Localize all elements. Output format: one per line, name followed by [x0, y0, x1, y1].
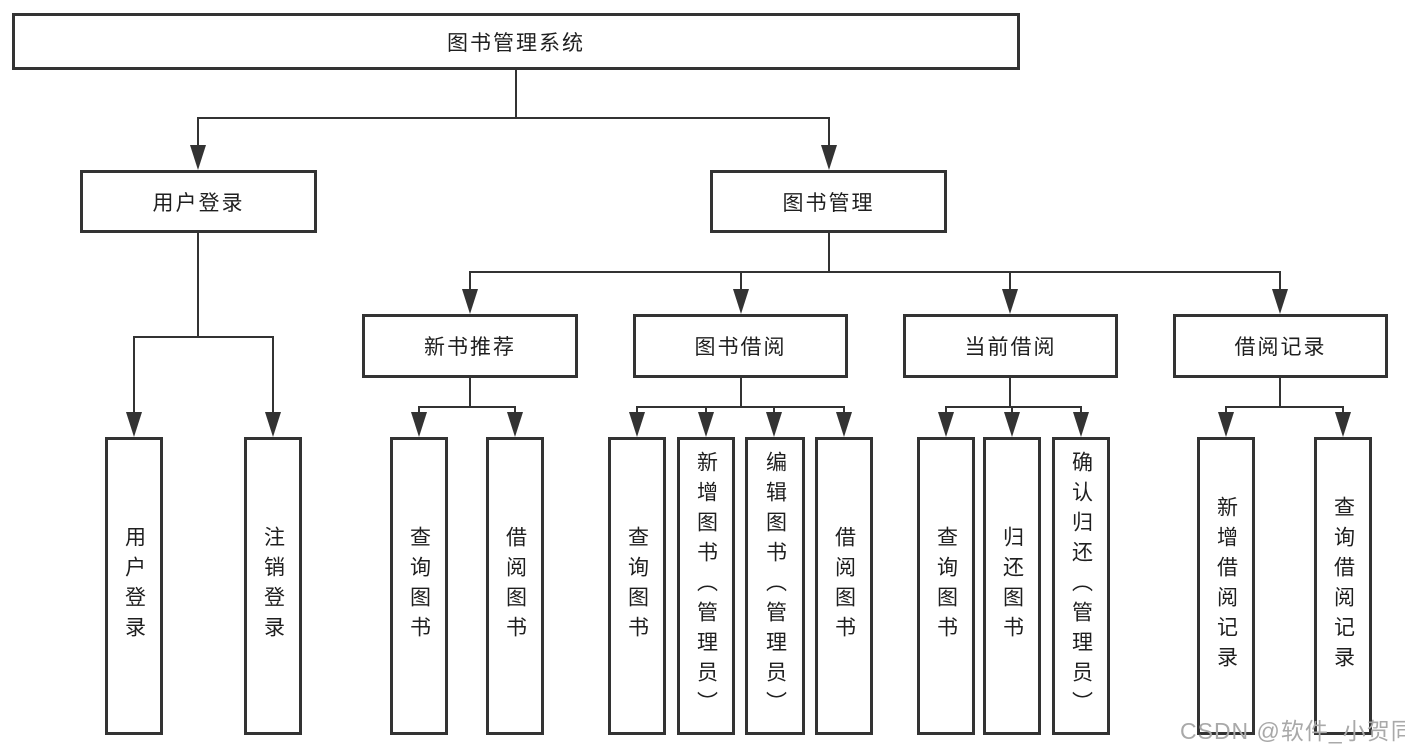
- node-label: 用户登录: [152, 191, 245, 215]
- node-label: 查询借阅记录: [1331, 496, 1355, 676]
- connector-line: [272, 336, 274, 412]
- arrowhead-down-icon: [190, 145, 206, 170]
- arrowhead-down-icon: [1218, 412, 1234, 437]
- node-label: 图书借阅: [694, 336, 787, 359]
- node-label: 图书管理: [782, 191, 875, 215]
- leaf-confirm-return-admin: 确认归还（管理员）: [1052, 437, 1110, 735]
- leaf-return-book: 归还图书: [983, 437, 1041, 735]
- node-borrowing-records: 借阅记录: [1173, 314, 1388, 378]
- arrowhead-down-icon: [938, 412, 954, 437]
- watermark: CSDN @软件_小贺同学: [1180, 718, 1405, 744]
- connector-line: [828, 233, 830, 272]
- connector-line: [1009, 271, 1011, 289]
- leaf-query-books-current: 查询图书: [917, 437, 975, 735]
- arrowhead-down-icon: [733, 289, 749, 314]
- node-label: 注销登录: [261, 526, 285, 646]
- connector-line: [705, 406, 707, 412]
- leaf-query-books-borrowing: 查询图书: [608, 437, 666, 735]
- node-label: 查询图书: [625, 526, 649, 646]
- node-label: 确认归还（管理员）: [1069, 451, 1093, 721]
- node-new-book-recommendation: 新书推荐: [362, 314, 578, 378]
- node-label: 新书推荐: [424, 336, 516, 359]
- connector-line: [843, 406, 845, 412]
- connector-line: [197, 117, 830, 119]
- connector-line: [1011, 406, 1013, 412]
- arrowhead-down-icon: [766, 412, 782, 437]
- leaf-add-book-admin: 新增图书（管理员）: [677, 437, 735, 735]
- leaf-edit-book-admin: 编辑图书（管理员）: [745, 437, 805, 735]
- connector-line: [133, 336, 274, 338]
- arrowhead-down-icon: [507, 412, 523, 437]
- leaf-borrow-books-borrowing: 借阅图书: [815, 437, 873, 735]
- node-book-borrowing: 图书借阅: [633, 314, 848, 378]
- node-label: 图书管理系统: [447, 31, 585, 55]
- node-label: 归还图书: [1000, 526, 1024, 646]
- arrowhead-down-icon: [1272, 289, 1288, 314]
- leaf-query-books-recommend: 查询图书: [390, 437, 448, 735]
- arrowhead-down-icon: [1073, 412, 1089, 437]
- connector-line: [1009, 378, 1011, 407]
- connector-line: [515, 70, 517, 118]
- connector-line: [1225, 406, 1344, 408]
- connector-line: [740, 378, 742, 407]
- node-label: 查询图书: [407, 526, 431, 646]
- node-label: 编辑图书（管理员）: [763, 451, 787, 721]
- node-label: 用户登录: [122, 526, 146, 646]
- node-label: 新增借阅记录: [1214, 496, 1238, 676]
- arrowhead-down-icon: [836, 412, 852, 437]
- node-label: 新增图书（管理员）: [694, 451, 718, 721]
- node-book-management: 图书管理: [710, 170, 947, 233]
- arrowhead-down-icon: [411, 412, 427, 437]
- connector-line: [418, 406, 516, 408]
- node-label: 借阅图书: [503, 526, 527, 646]
- node-user-login: 用户登录: [80, 170, 317, 233]
- connector-line: [945, 406, 1082, 408]
- arrowhead-down-icon: [126, 412, 142, 437]
- connector-line: [1342, 406, 1344, 412]
- connector-line: [197, 117, 199, 145]
- connector-line: [469, 271, 471, 289]
- leaf-add-borrow-record: 新增借阅记录: [1197, 437, 1255, 735]
- connector-line: [197, 233, 199, 337]
- arrowhead-down-icon: [1335, 412, 1351, 437]
- connector-line: [636, 406, 845, 408]
- connector-line: [945, 406, 947, 412]
- arrowhead-down-icon: [821, 145, 837, 170]
- leaf-user-login: 用户登录: [105, 437, 163, 735]
- node-label: 查询图书: [934, 526, 958, 646]
- connector-line: [740, 271, 742, 289]
- leaf-logout: 注销登录: [244, 437, 302, 735]
- connector-line: [418, 406, 420, 412]
- node-label: 当前借阅: [964, 336, 1057, 359]
- arrowhead-down-icon: [265, 412, 281, 437]
- connector-line: [636, 406, 638, 412]
- connector-line: [1279, 271, 1281, 289]
- connector-line: [1279, 378, 1281, 407]
- arrowhead-down-icon: [462, 289, 478, 314]
- connector-line: [133, 336, 135, 412]
- arrowhead-down-icon: [1002, 289, 1018, 314]
- connector-line: [828, 117, 830, 145]
- leaf-borrow-books-recommend: 借阅图书: [486, 437, 544, 735]
- connector-line: [773, 406, 775, 412]
- connector-line: [1080, 406, 1082, 412]
- connector-line: [469, 271, 1281, 273]
- arrowhead-down-icon: [1004, 412, 1020, 437]
- connector-line: [469, 378, 471, 407]
- node-label: 借阅记录: [1234, 336, 1327, 359]
- arrowhead-down-icon: [629, 412, 645, 437]
- node-library-management-system: 图书管理系统: [12, 13, 1020, 70]
- node-label: 借阅图书: [832, 526, 856, 646]
- connector-line: [514, 406, 516, 412]
- connector-line: [1225, 406, 1227, 412]
- arrowhead-down-icon: [698, 412, 714, 437]
- node-current-borrowing: 当前借阅: [903, 314, 1118, 378]
- leaf-query-borrow-record: 查询借阅记录: [1314, 437, 1372, 735]
